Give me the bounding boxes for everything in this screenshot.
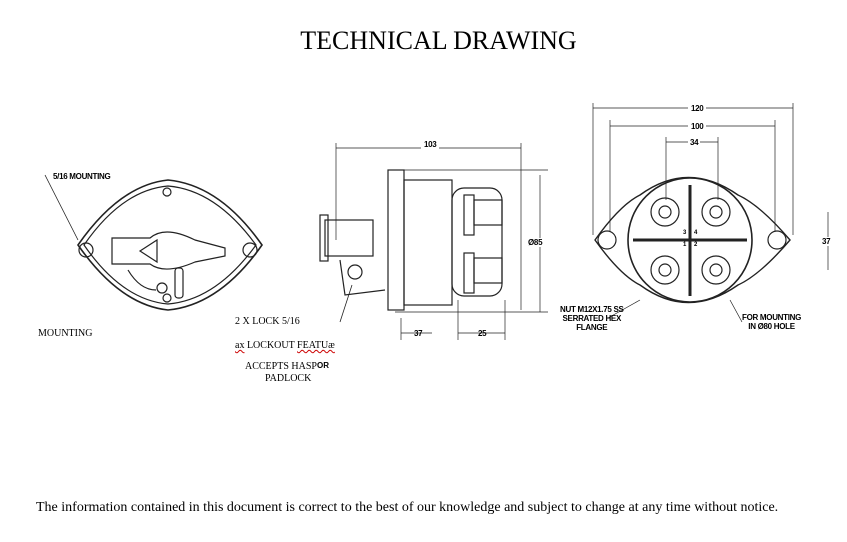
disclaimer-footer: The information contained in this docume…	[36, 500, 779, 515]
padlock-label: PADLOCK	[265, 373, 312, 384]
dim-base: 37	[414, 329, 423, 338]
dim-120: 120	[688, 104, 707, 113]
hole-callout-line: IN Ø80 HOLE	[748, 322, 795, 331]
mounting-hole	[242, 242, 258, 258]
terminal-2: 2	[694, 242, 698, 248]
nut-callout: NUT M12X1.75 SS SERRATED HEX FLANGE	[560, 305, 624, 332]
lockout-word: LOCKOUT	[246, 340, 295, 351]
accepts-hasp-text: ACCEPTS HASP	[245, 361, 317, 372]
terminal-3: 3	[683, 230, 687, 236]
page-title: TECHNICAL DRAWING	[300, 26, 577, 55]
dim-stud: 25	[478, 329, 487, 338]
lockout-prefix: ax	[235, 340, 245, 351]
lockout-suffix: FEATUæ	[297, 340, 335, 351]
front-view	[44, 174, 263, 311]
dim-37: 37	[822, 237, 831, 246]
dim-diameter: Ø85	[528, 238, 543, 247]
side-view	[319, 143, 548, 340]
terminal-1: 1	[683, 242, 687, 248]
terminal-4: 4	[694, 230, 698, 236]
nut-callout-line: SERRATED HEX	[562, 314, 622, 323]
rear-view	[592, 103, 829, 323]
dim-length: 103	[421, 140, 440, 149]
switch-handle	[111, 231, 226, 270]
hole-callout-line: FOR MOUNTING	[742, 313, 802, 322]
lockout-feature-label: ax LOCKOUT FEATUæ	[235, 340, 335, 351]
mounting-label: MOUNTING	[38, 328, 93, 339]
dim-100: 100	[688, 122, 707, 131]
mounting-hole	[78, 242, 94, 258]
or-text: OR	[316, 361, 329, 370]
accepts-hasp-label: ACCEPTS HASPOR	[245, 361, 329, 372]
hole-callout: FOR MOUNTING IN Ø80 HOLE	[742, 313, 801, 331]
mounting-callout: 5/16 MOUNTING	[53, 172, 111, 181]
nut-callout-line: NUT M12X1.75 SS	[560, 305, 624, 314]
nut-callout-line: FLANGE	[576, 323, 608, 332]
lock-label: 2 X LOCK 5/16	[235, 316, 300, 327]
dim-34: 34	[688, 138, 701, 147]
